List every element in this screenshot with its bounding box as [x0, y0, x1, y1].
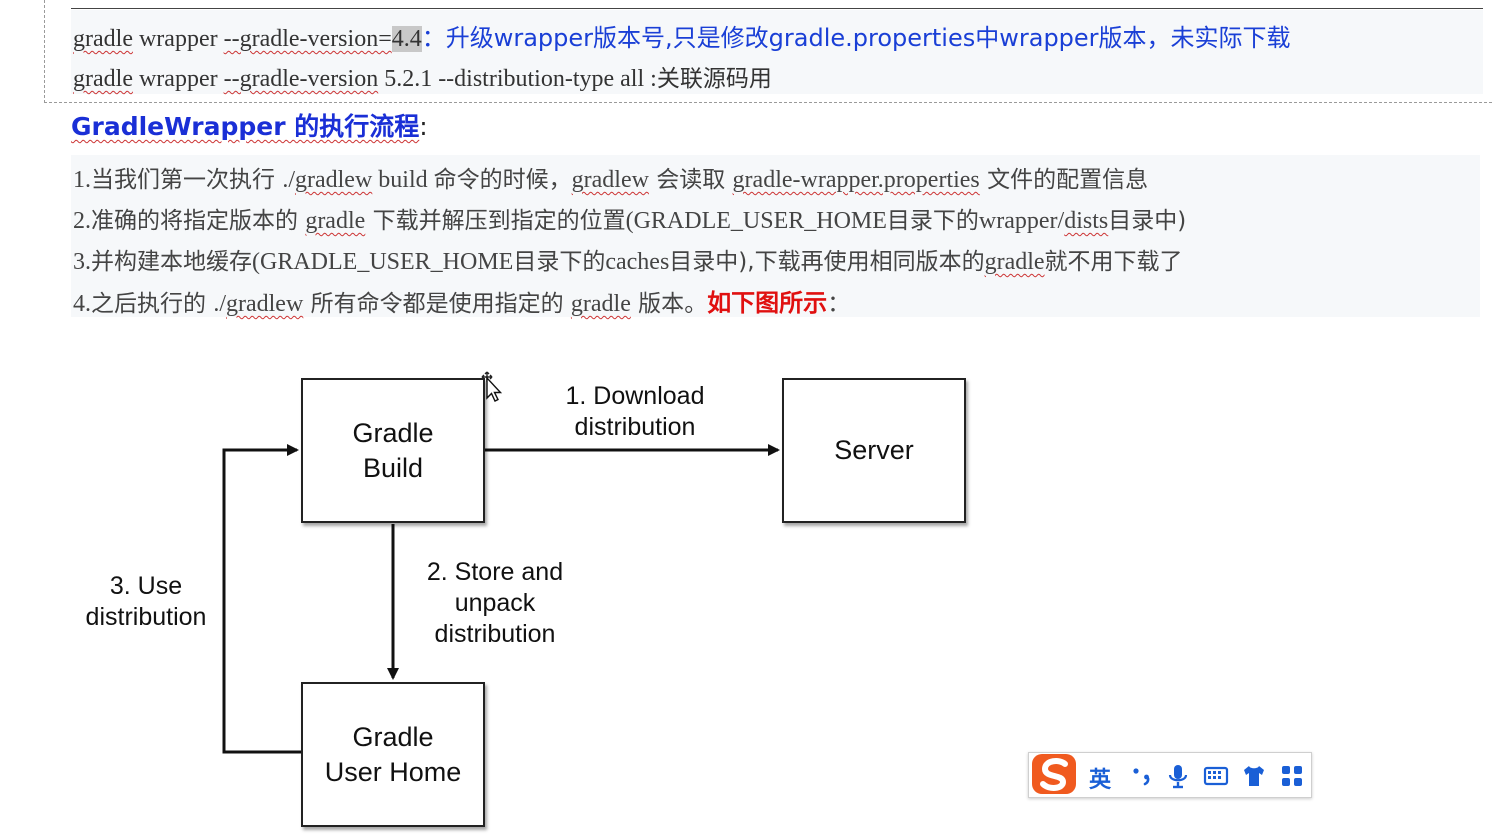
- step-text: 版本: [630, 291, 685, 317]
- step-text: 。: [684, 291, 708, 317]
- code-note: 关联源码用: [656, 66, 772, 92]
- microphone-icon[interactable]: [1165, 763, 1191, 789]
- step-number: 2.: [73, 208, 91, 234]
- code-token: wrapper: [132, 66, 224, 92]
- code-line-2[interactable]: gradle wrapper --gradle-version 5.2.1 --…: [73, 59, 772, 93]
- step-3[interactable]: 3.并构建本地缓存(GRADLE_USER_HOME目录下的caches目录中)…: [73, 242, 1183, 276]
- ime-toolbar[interactable]: 英: [1028, 752, 1312, 798]
- node-gradle-user-home[interactable]: Gradle User Home: [301, 682, 485, 827]
- step-text: 目录中): [1108, 208, 1187, 234]
- heading-text: GradleWrapper 的执行流程: [71, 112, 420, 141]
- code-token: 5.2.1 --distribution-type all :: [378, 66, 657, 92]
- step-text: 目录下的: [886, 208, 979, 234]
- skin-shirt-icon[interactable]: [1241, 763, 1267, 789]
- keyboard-icon[interactable]: [1203, 763, 1229, 789]
- node-server[interactable]: Server: [782, 378, 966, 523]
- step-2[interactable]: 2.准确的将指定版本的 gradle 下载并解压到指定的位置(GRADLE_US…: [73, 201, 1186, 235]
- step-keyword: gradlew: [571, 167, 649, 193]
- step-keyword: dists: [1064, 208, 1109, 234]
- step-text: 会读取: [648, 167, 733, 193]
- code-background: [71, 10, 1483, 94]
- section-heading: GradleWrapper 的执行流程:: [71, 107, 428, 143]
- step-text: ：: [827, 291, 851, 317]
- edge-label-store: 2. Store and unpack distribution: [426, 558, 564, 648]
- step-text: 当我们第一次执行: [91, 167, 283, 193]
- node-gradle-build[interactable]: Gradle Build: [301, 378, 485, 523]
- heading-colon: :: [419, 112, 428, 141]
- step-text: (GRADLE_USER_HOME: [252, 249, 514, 275]
- arrow-use: [222, 444, 301, 754]
- step-keyword: gradle: [984, 249, 1045, 275]
- step-1[interactable]: 1.当我们第一次执行 ./gradlew build 命令的时候，gradlew…: [73, 160, 1148, 194]
- code-token: gradle: [73, 26, 133, 52]
- ime-mode-toggle[interactable]: 英: [1089, 768, 1112, 793]
- code-token: --gradle-version=: [223, 26, 392, 52]
- step-text: 命令的时候，: [433, 167, 572, 193]
- node-label: Gradle Build: [352, 417, 434, 483]
- edge-label-download: 1. Download distribution: [565, 382, 705, 441]
- step-text: build: [372, 167, 434, 193]
- step-keyword: gradle: [305, 208, 366, 234]
- step-keyword: gradle: [570, 291, 631, 317]
- steps-block: 1.当我们第一次执行 ./gradlew build 命令的时候，gradlew…: [71, 155, 1480, 317]
- node-label: Gradle User Home: [324, 721, 462, 787]
- step-text: 目录下的: [513, 249, 606, 275]
- selected-version-text[interactable]: 4.4: [391, 26, 422, 52]
- toolbox-grid-icon[interactable]: [1279, 763, 1305, 789]
- node-label: Server: [834, 435, 914, 465]
- step-number: 3.: [73, 249, 91, 275]
- step-keyword: gradlew: [225, 291, 304, 317]
- step-text: (GRADLE_USER_HOME: [625, 208, 887, 234]
- step-text: caches: [605, 249, 670, 275]
- step-text: 目录中),: [669, 249, 755, 275]
- code-token: --gradle-version: [223, 66, 379, 92]
- step-keyword: gradlew: [294, 167, 373, 193]
- step-number: 1.: [73, 167, 91, 193]
- divider: [71, 8, 1483, 9]
- step-text: 并构建本地缓存: [91, 249, 252, 275]
- step-number: 4.: [73, 291, 91, 317]
- step-text: ./: [282, 167, 295, 193]
- punctuation-icon[interactable]: [1129, 763, 1155, 789]
- step-4[interactable]: 4.之后执行的 ./gradlew 所有命令都是使用指定的 gradle 版本。…: [73, 283, 850, 318]
- edge-label-use: 3. Use distribution: [85, 572, 207, 631]
- step-text: 下载再使用相同版本的: [754, 249, 985, 275]
- step-text: 文件的配置信息: [979, 167, 1149, 193]
- code-token: wrapper: [132, 26, 224, 52]
- code-line-1[interactable]: gradle wrapper --gradle-version=4.4：升级wr…: [73, 18, 1291, 53]
- step-text: wrapper/: [978, 208, 1065, 234]
- code-block: gradle wrapper --gradle-version=4.4：升级wr…: [44, 0, 1492, 103]
- step-text: 之后执行的: [91, 291, 214, 317]
- step-text: 下载并解压到指定的位置: [365, 208, 626, 234]
- step-text: ./: [213, 291, 226, 317]
- code-token: gradle: [73, 66, 133, 92]
- step-text: 就不用下载了: [1044, 249, 1183, 275]
- step-keyword: gradle-wrapper.properties: [732, 167, 980, 193]
- step-text: 准确的将指定版本的: [91, 208, 306, 234]
- sogou-logo-icon[interactable]: [1029, 750, 1081, 800]
- move-cursor-icon: [481, 371, 503, 402]
- step-text: 所有命令都是使用指定的: [303, 291, 571, 317]
- emphasis-text: 如下图所示: [707, 289, 828, 317]
- code-note: ：升级wrapper版本号,只是修改gradle.properties中wrap…: [421, 24, 1291, 52]
